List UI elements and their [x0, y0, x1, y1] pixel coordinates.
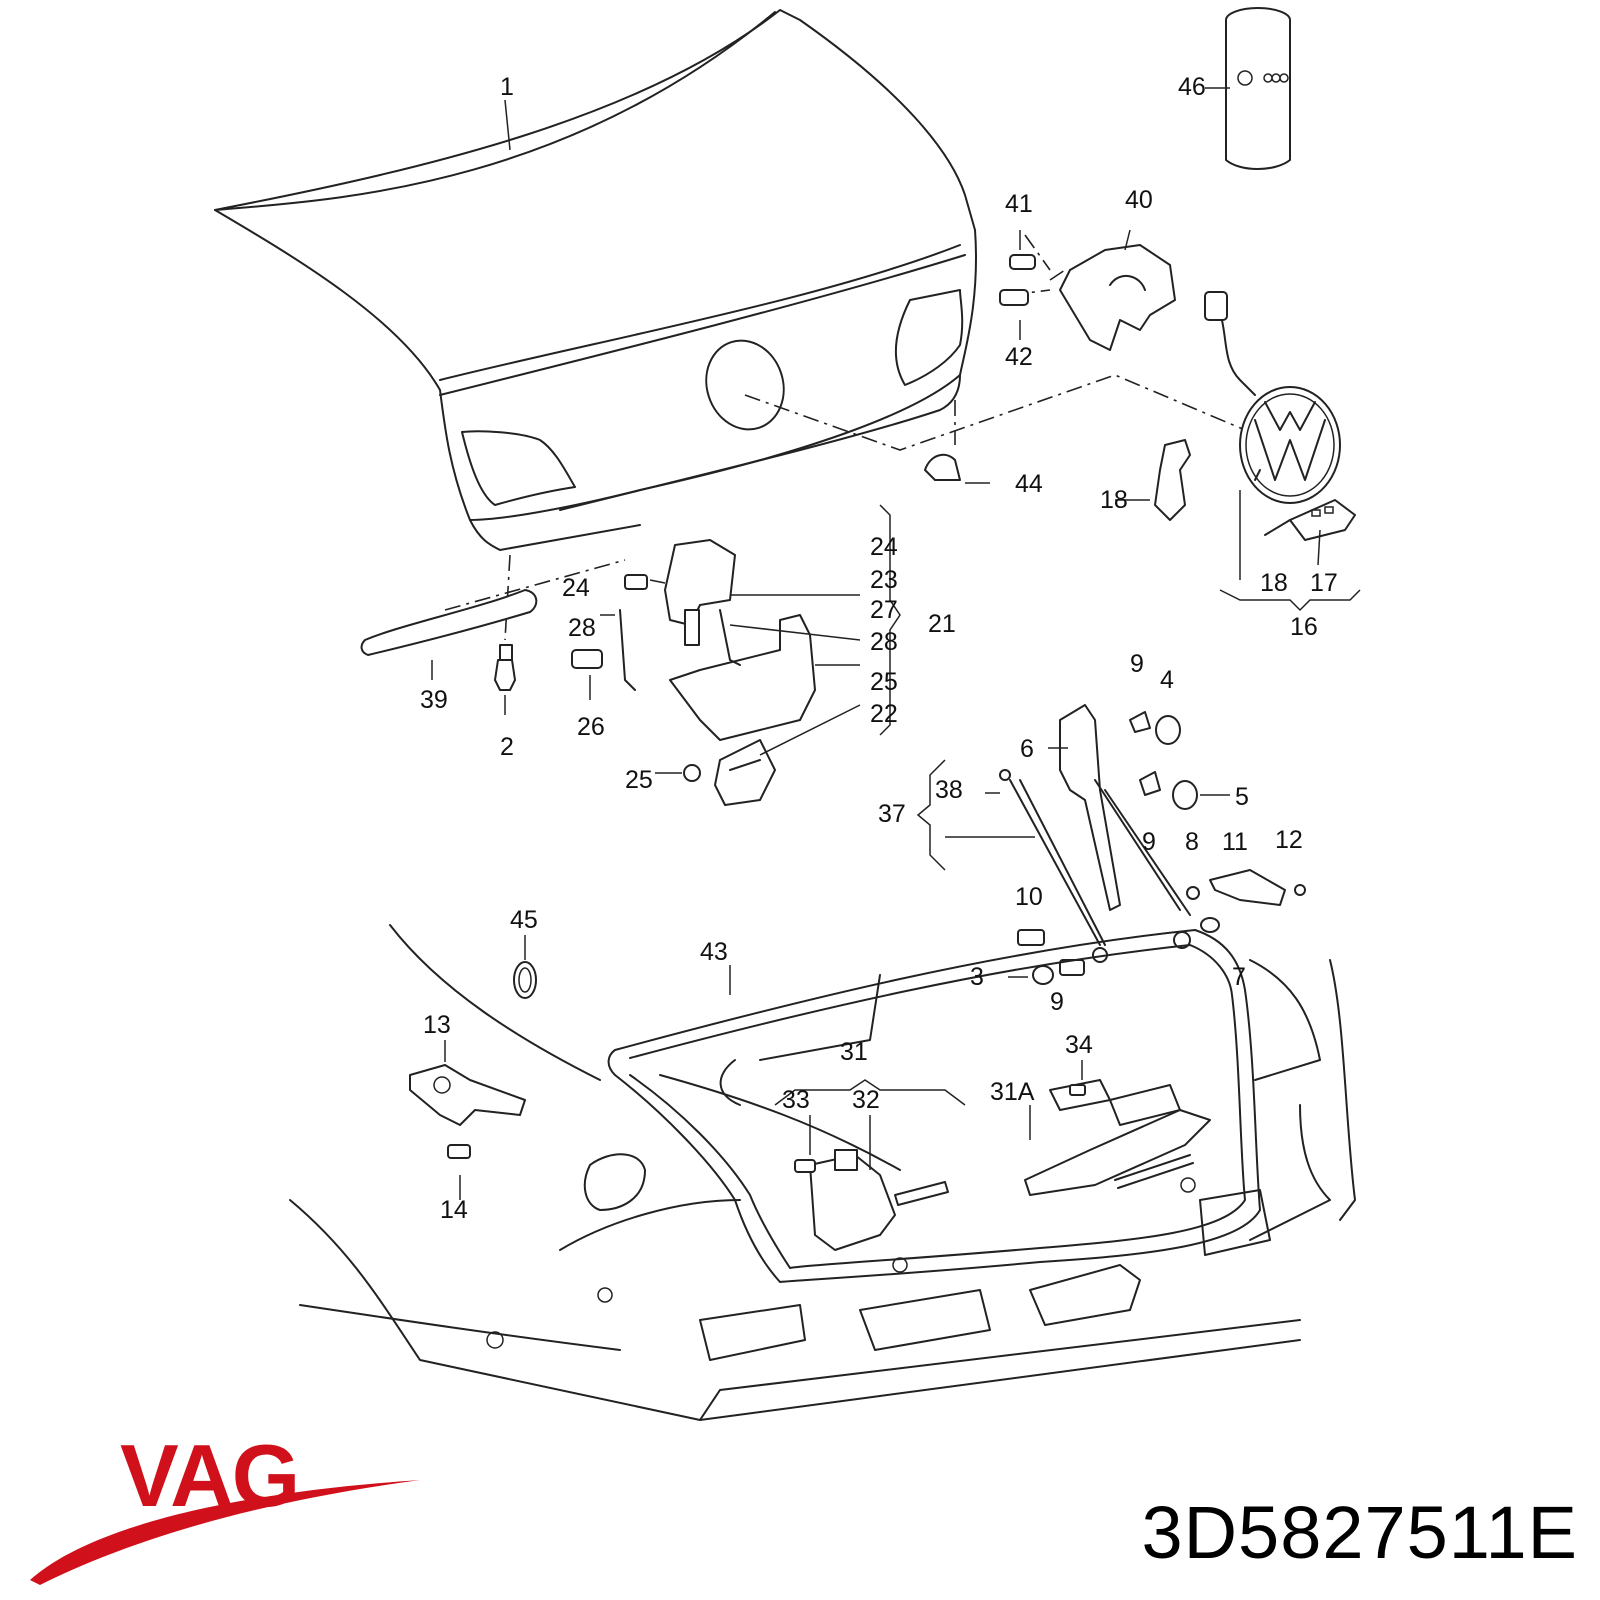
vw-emblem-drawing	[1115, 291, 1361, 612]
callout-28-left: 28	[568, 614, 596, 642]
callout-34: 34	[1065, 1031, 1093, 1059]
callout-25-left: 25	[625, 766, 653, 794]
callout-44: 44	[1015, 470, 1043, 498]
callout-13: 13	[423, 1011, 451, 1039]
callout-9-mid: 9	[1142, 828, 1156, 856]
callout-14: 14	[440, 1196, 468, 1224]
callout-25-right: 25	[870, 668, 898, 696]
callout-2: 2	[500, 733, 514, 761]
trunk-lid-drawing	[214, 9, 977, 551]
callout-10: 10	[1015, 883, 1043, 911]
callout-labels: 1 46 41 40 42 44 18 18 17 16 24 23 27 28…	[420, 73, 1338, 1224]
callout-26: 26	[577, 713, 605, 741]
callout-9-top: 9	[1130, 650, 1144, 678]
jack-actuator-drawing	[729, 965, 1211, 1251]
callout-22: 22	[870, 700, 898, 728]
callout-4: 4	[1160, 666, 1174, 694]
callout-7: 7	[1232, 963, 1246, 991]
callout-1: 1	[500, 73, 514, 101]
callout-27: 27	[870, 596, 898, 624]
callout-24-right: 24	[870, 533, 898, 561]
lock-assembly-drawing	[571, 504, 901, 806]
vag-logo: VAG	[120, 1426, 300, 1525]
callout-41: 41	[1005, 190, 1033, 218]
latch-bracket-drawing	[409, 1040, 526, 1200]
dashed-assembly-lines	[444, 234, 1246, 641]
callout-31a: 31A	[990, 1078, 1035, 1106]
callout-28-right: 28	[870, 628, 898, 656]
rear-body-drawing	[289, 924, 1356, 1421]
hinge-gas-strut-drawing	[916, 704, 1306, 985]
callout-17: 17	[1310, 569, 1338, 597]
callout-11: 11	[1222, 828, 1248, 856]
callout-6: 6	[1020, 735, 1034, 763]
lock-cylinder-holder-drawing	[999, 229, 1176, 351]
callout-18-top: 18	[1100, 486, 1128, 514]
callout-32: 32	[852, 1086, 880, 1114]
touch-up-can-drawing	[1205, 7, 1291, 170]
callout-40: 40	[1125, 186, 1153, 214]
callout-23: 23	[870, 566, 898, 594]
clip-44-drawing	[924, 453, 990, 484]
callout-33: 33	[782, 1086, 810, 1114]
callout-24-left: 24	[562, 574, 590, 602]
callout-16: 16	[1290, 613, 1318, 641]
callout-39: 39	[420, 686, 448, 714]
callout-38: 38	[935, 776, 963, 804]
callout-37: 37	[878, 800, 906, 828]
callout-18-bottom: 18	[1260, 569, 1288, 597]
callout-5: 5	[1235, 783, 1249, 811]
callout-12: 12	[1275, 826, 1303, 854]
callout-21: 21	[928, 610, 956, 638]
trim-strip-39-drawing	[360, 589, 538, 715]
part-number: 3D5827511E	[1141, 1491, 1578, 1574]
callout-31: 31	[840, 1038, 868, 1066]
callout-9-bottom: 9	[1050, 988, 1064, 1016]
callout-42: 42	[1005, 343, 1033, 371]
callout-45: 45	[510, 906, 538, 934]
callout-8: 8	[1185, 828, 1199, 856]
callout-3: 3	[970, 963, 984, 991]
callout-46: 46	[1178, 73, 1206, 101]
callout-43: 43	[700, 938, 728, 966]
